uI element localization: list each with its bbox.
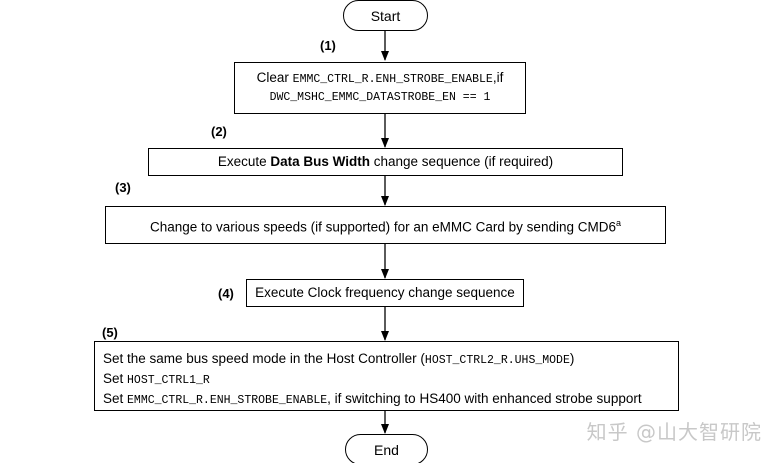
step-4-number: (4)	[218, 286, 234, 301]
end-label: End	[374, 441, 399, 458]
step-2-text: Execute Data Bus Width change sequence (…	[217, 154, 554, 169]
step-3-box: Change to various speeds (if supported) …	[105, 206, 666, 244]
step-3-text: Change to various speeds (if supported) …	[150, 217, 621, 235]
footnote-marker: a	[615, 217, 621, 228]
step-1-line-1: Clear EMMC_CTRL_R.ENH_STROBE_ENABLE,if	[256, 70, 504, 86]
code-enh-strobe-enable-set: EMMC_CTRL_R.ENH_STROBE_ENABLE	[127, 394, 328, 407]
step-1-number: (1)	[320, 38, 336, 53]
start-label: Start	[370, 7, 401, 24]
step-2-number: (2)	[211, 124, 227, 139]
step-1-line-2: DWC_MSHC_EMMC_DATASTROBE_EN == 1	[269, 91, 491, 104]
code-uhs-mode: HOST_CTRL2_R.UHS_MODE	[424, 354, 570, 367]
watermark-text: 知乎 @山大智研院	[586, 420, 762, 444]
step-4-box: Execute Clock frequency change sequence	[246, 279, 524, 307]
step-5-line-3: Set EMMC_CTRL_R.ENH_STROBE_ENABLE, if sw…	[103, 391, 642, 407]
code-enh-strobe-enable: EMMC_CTRL_R.ENH_STROBE_ENABLE	[292, 73, 493, 86]
data-bus-width-emphasis: Data Bus Width	[270, 154, 371, 169]
end-node: End	[345, 434, 428, 463]
step-4-text: Execute Clock frequency change sequence	[255, 285, 515, 300]
start-node: Start	[343, 0, 428, 31]
step-5-line-2: Set HOST_CTRL1_R	[103, 371, 210, 387]
step-5-line-1: Set the same bus speed mode in the Host …	[103, 351, 575, 367]
step-2-box: Execute Data Bus Width change sequence (…	[148, 148, 623, 176]
code-host-ctrl1: HOST_CTRL1_R	[127, 374, 210, 387]
step-5-number: (5)	[102, 325, 118, 340]
step-5-box: Set the same bus speed mode in the Host …	[94, 341, 679, 411]
step-1-box: Clear EMMC_CTRL_R.ENH_STROBE_ENABLE,if D…	[234, 62, 526, 114]
step-3-number: (3)	[115, 180, 131, 195]
